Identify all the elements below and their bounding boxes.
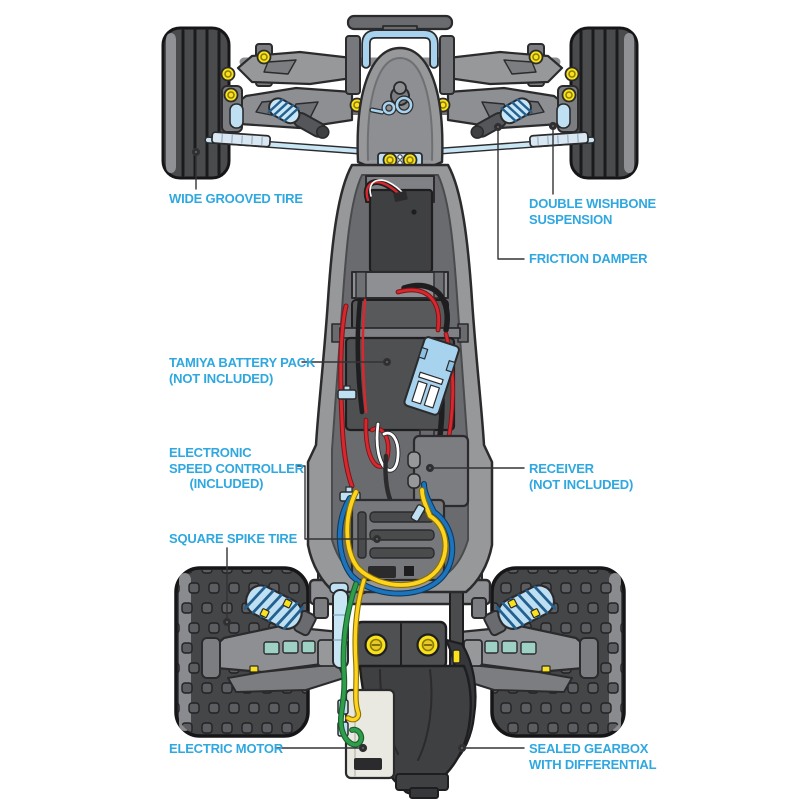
body-clip-icon [369, 95, 414, 116]
callout-electric-motor: ELECTRIC MOTOR [169, 741, 283, 756]
callout-receiver: RECEIVER (NOT INCLUDED) [529, 461, 634, 492]
leader-double-wishbone [548, 121, 558, 195]
yellow-wire [345, 488, 448, 587]
leader-electric-motor [276, 743, 368, 753]
battery-connector [403, 336, 460, 416]
callout-friction-damper: FRICTION DAMPER [529, 251, 648, 266]
steering-servo [368, 188, 434, 274]
front-body-mount [345, 14, 455, 95]
leader-esc [295, 465, 382, 544]
front-tire-right [569, 26, 639, 180]
chassis-tub [306, 163, 494, 669]
callout-wide-grooved-tire: WIDE GROOVED TIRE [169, 191, 303, 206]
callout-electronic-speed-controller: ELECTRONIC SPEED CONTROLLER (INCLUDED) [169, 445, 304, 491]
leader-wide-grooved-tire [191, 147, 201, 190]
blue-wire [337, 482, 455, 596]
leader-sealed-gearbox [457, 743, 525, 753]
callout-square-spike-tire: SQUARE SPIKE TIRE [169, 531, 298, 546]
leader-friction-damper [493, 122, 525, 260]
front-nose [356, 46, 444, 174]
roll-hoop [363, 31, 437, 67]
yellow-motor-wire [346, 578, 366, 722]
leader-square-spike-tire [222, 547, 232, 627]
leader-receiver [425, 463, 525, 473]
front-assembly [161, 14, 639, 180]
callout-tamiya-battery-pack: TAMIYA BATTERY PACK (NOT INCLUDED) [169, 355, 316, 386]
callout-sealed-gearbox: SEALED GEARBOX WITH DIFFERENTIAL [529, 741, 657, 772]
wiring [336, 481, 456, 748]
callout-double-wishbone-suspension: DOUBLE WISHBONE SUSPENSION [529, 196, 657, 227]
green-motor-wire [339, 582, 364, 747]
leader-battery [301, 357, 392, 367]
callout-leaders [191, 121, 558, 753]
